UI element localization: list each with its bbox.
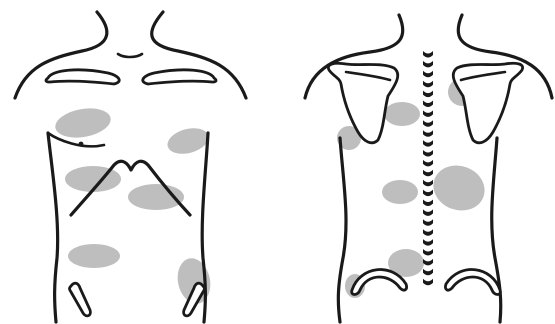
back-spot-center-upper [384, 102, 420, 126]
vertebra [423, 269, 433, 276]
vertebra [423, 219, 433, 226]
front-left-clavicle [46, 70, 119, 84]
front-left-nipple [79, 142, 84, 147]
vertebra [423, 110, 433, 117]
vertebra [423, 180, 433, 187]
front-left-body-side [48, 133, 58, 322]
back-torso-view [305, 15, 552, 322]
vertebra [423, 190, 433, 197]
front-spot-left-chest [53, 104, 113, 141]
vertebra [423, 239, 433, 246]
front-left-neck-shoulder [15, 12, 107, 98]
front-torso-view [15, 12, 246, 322]
back-spot-right-mid [427, 158, 491, 217]
front-left-groin-line [70, 283, 91, 316]
vertebra [423, 200, 433, 207]
back-right-iliac-crest [445, 270, 500, 295]
front-sternal-notch [118, 54, 142, 57]
back-spine [423, 51, 433, 285]
vertebra [423, 130, 433, 137]
vertebra [423, 81, 433, 88]
back-left-body-side [338, 138, 346, 322]
front-spot-left-lower-abdomen [68, 244, 120, 268]
vertebra [423, 120, 433, 127]
vertebra [423, 61, 433, 68]
vertebra [423, 249, 433, 256]
front-right-clavicle [143, 70, 216, 84]
back-spot-left-mid [382, 180, 418, 204]
front-spot-right-chest [165, 124, 212, 158]
front-right-neck-shoulder [152, 12, 246, 98]
vertebra [423, 91, 433, 98]
vertebra [423, 279, 433, 286]
vertebra [423, 170, 433, 177]
vertebra [423, 209, 433, 216]
vertebra [423, 259, 433, 266]
vertebra [423, 71, 433, 78]
vertebra [423, 150, 433, 157]
vertebra [423, 140, 433, 147]
vertebra [423, 101, 433, 108]
vertebra [423, 229, 433, 236]
vertebra [423, 160, 433, 167]
vertebra [423, 51, 433, 58]
